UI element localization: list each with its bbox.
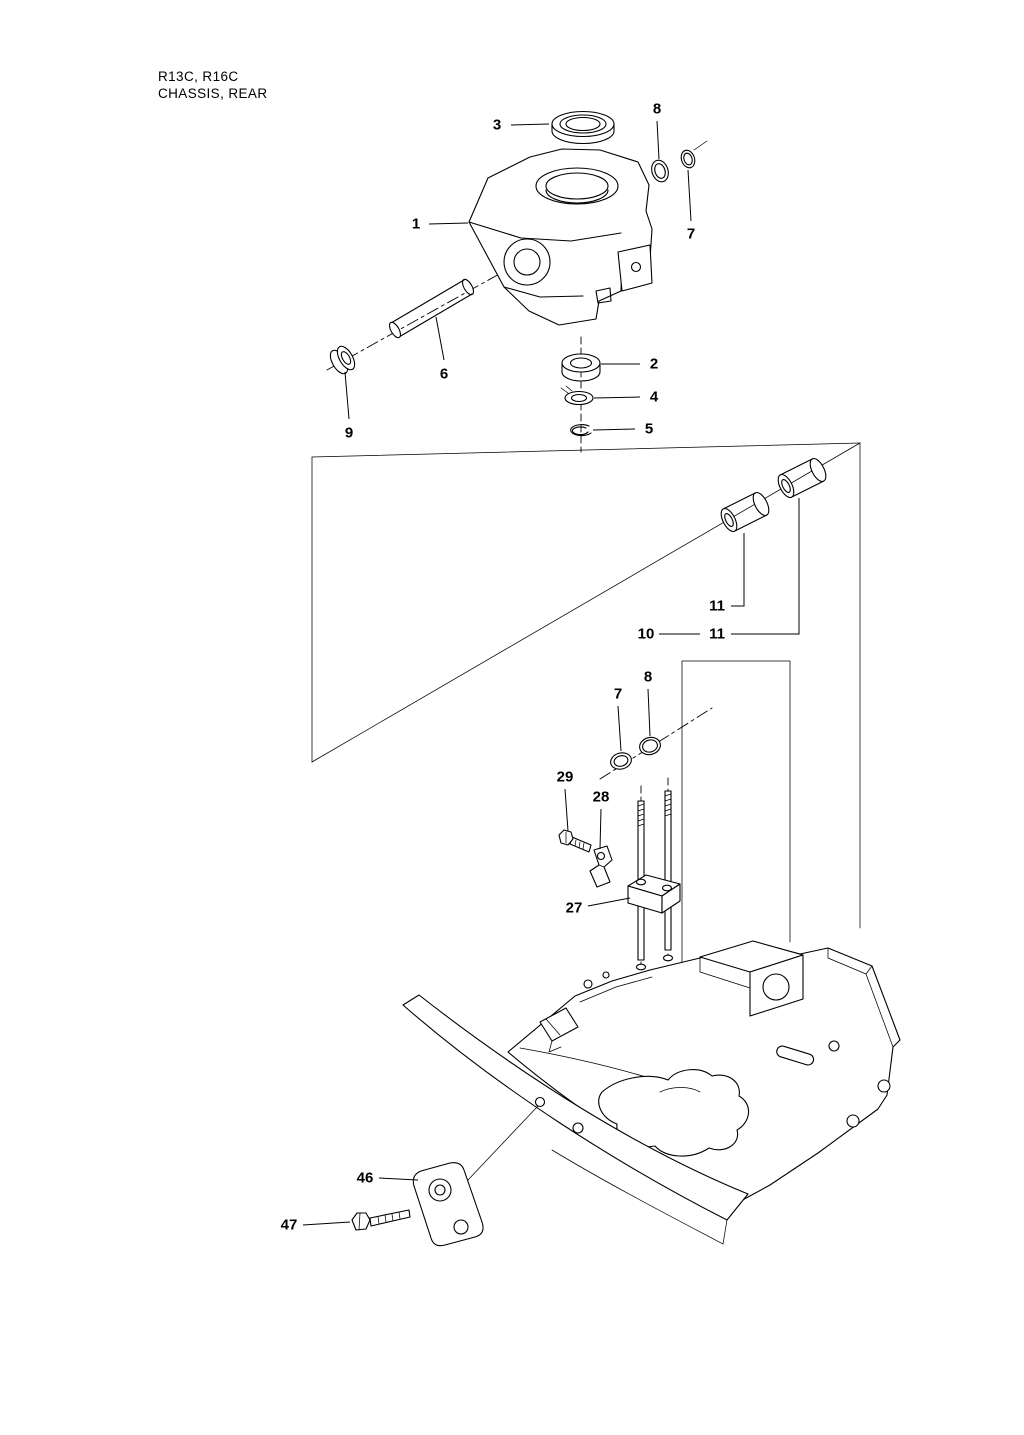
part-9-bushing [329, 345, 356, 375]
projection-plane [311, 442, 861, 1007]
part-6-pin [388, 278, 475, 339]
callout-47: 47 [281, 1217, 298, 1234]
stud-bolts [637, 777, 672, 975]
callout-9: 9 [345, 425, 353, 442]
callout-leader-4 [593, 396, 641, 399]
header-model: R13C, R16C [158, 69, 239, 84]
callout-8: 8 [644, 669, 652, 686]
callout-7: 7 [614, 686, 622, 703]
part-5-snap-ring [570, 424, 592, 437]
callout-7: 7 [687, 226, 695, 243]
callout-leader-1 [428, 222, 469, 225]
callout-4: 4 [650, 389, 659, 406]
callout-3: 3 [493, 117, 501, 134]
callout-leader-27 [587, 897, 631, 907]
callout-2: 2 [650, 356, 658, 373]
callout-10: 10 [638, 626, 655, 643]
chassis-frame [402, 940, 901, 1245]
part-8-ring-upper [651, 159, 669, 183]
callout-leader-28 [599, 808, 602, 850]
part-2-bearing [561, 353, 601, 382]
callout-leader-3 [510, 123, 550, 126]
part-29-bolt [558, 829, 592, 853]
callout-leader-6 [435, 316, 445, 361]
callout-leader-11 [731, 533, 745, 607]
callout-leader-47 [302, 1221, 351, 1226]
callout-leader-46 [378, 1177, 419, 1181]
callout-leader-7 [617, 705, 622, 752]
header-title: CHASSIS, REAR [158, 86, 267, 101]
callout-11: 11 [709, 626, 725, 643]
callout-leader-5 [592, 428, 636, 431]
part-7-ring-lower [610, 752, 632, 770]
part-8-ring-lower [639, 736, 661, 756]
callout-8: 8 [653, 101, 661, 118]
callout-28: 28 [593, 789, 610, 806]
callout-11: 11 [709, 598, 725, 615]
callout-5: 5 [645, 421, 653, 438]
part-11-bushing-a [720, 491, 770, 533]
callout-27: 27 [566, 900, 583, 917]
callout-leader-9 [344, 371, 350, 420]
callout-29: 29 [557, 769, 574, 786]
callout-leader-11 [731, 498, 800, 635]
part-28-bracket [589, 845, 613, 888]
part-7-ring-upper [680, 140, 708, 169]
part-11-bushing-b [777, 457, 827, 499]
part-4-washer [560, 385, 594, 406]
part-3-seal [551, 110, 615, 145]
callout-6: 6 [440, 366, 448, 383]
part-27-bracket [627, 874, 681, 914]
part-47-bolt [351, 1209, 411, 1231]
callout-leader-8 [656, 120, 660, 160]
part-1-housing [468, 148, 653, 326]
callout-1: 1 [412, 216, 420, 233]
part-46-bracket [412, 1105, 539, 1247]
centerlines [326, 257, 713, 780]
callout-leader-8 [647, 688, 651, 737]
callout-leader-7 [687, 169, 692, 222]
callout-leader-29 [564, 788, 569, 832]
callout-46: 46 [357, 1170, 374, 1187]
